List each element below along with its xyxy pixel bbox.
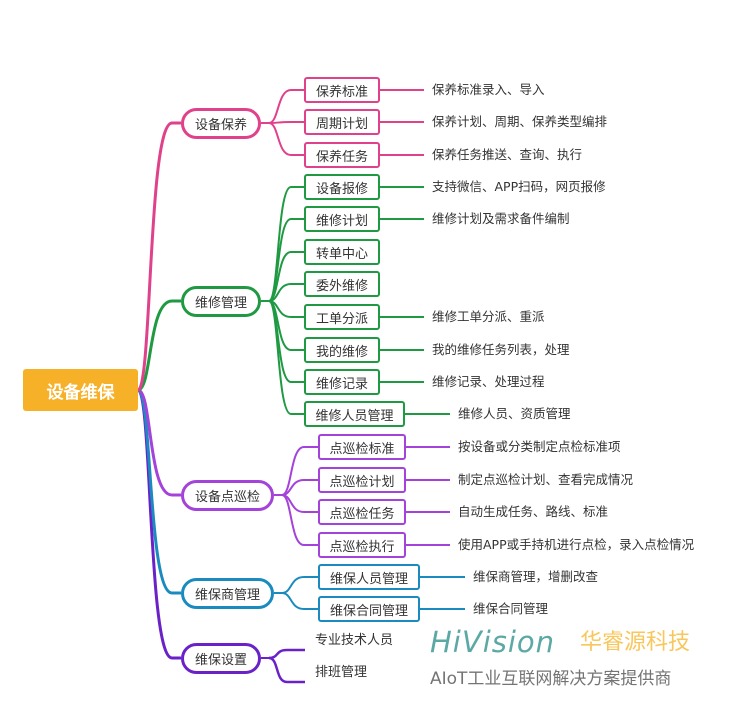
leaf-connector bbox=[281, 592, 318, 610]
leaf-connector bbox=[268, 648, 305, 660]
leaf-connector bbox=[268, 121, 304, 124]
leaf-node[interactable]: 维修人员管理 bbox=[304, 401, 405, 427]
leaf-node[interactable]: 周期计划 bbox=[304, 109, 380, 135]
leaf-description: 使用APP或手持机进行点检，录入点检情况 bbox=[458, 537, 695, 552]
branch-node[interactable]: 维修管理 bbox=[181, 286, 261, 317]
leaf-description: 按设备或分类制定点检标准项 bbox=[458, 439, 621, 454]
leaf-connector bbox=[268, 300, 304, 351]
root-branch-connector bbox=[137, 299, 181, 392]
leaf-connector bbox=[268, 186, 304, 302]
branch-node[interactable]: 设备保养 bbox=[181, 108, 261, 139]
leaf-description: 支持微信、APP扫码，网页报修 bbox=[432, 179, 606, 194]
branch-node[interactable]: 设备点巡检 bbox=[181, 480, 274, 511]
leaf-node[interactable]: 保养标准 bbox=[304, 77, 380, 103]
root-branch-connector bbox=[136, 388, 181, 660]
leaf-node[interactable]: 点巡检计划 bbox=[318, 467, 406, 493]
leaf-node[interactable]: 转单中心 bbox=[304, 239, 380, 265]
leaf-description: 自动生成任务、路线、标准 bbox=[458, 504, 609, 519]
leaf-node[interactable]: 维修计划 bbox=[304, 206, 380, 232]
leaf-node[interactable]: 点巡检标准 bbox=[318, 434, 406, 460]
leaf-node[interactable]: 排班管理 bbox=[315, 665, 368, 680]
leaf-description: 维修计划及需求备件编制 bbox=[432, 211, 570, 226]
leaf-description: 保养计划、周期、保养类型编排 bbox=[432, 114, 608, 129]
leaf-connector bbox=[281, 576, 318, 594]
leaf-node[interactable]: 我的维修 bbox=[304, 337, 380, 363]
leaf-node[interactable]: 委外维修 bbox=[304, 271, 380, 297]
leaf-description: 制定点巡检计划、查看完成情况 bbox=[458, 472, 634, 487]
leaf-description: 维保合同管理 bbox=[473, 601, 549, 616]
leaf-description: 保养任务推送、查询、执行 bbox=[432, 147, 583, 162]
leaf-connector bbox=[268, 300, 304, 318]
leaf-node[interactable]: 设备报修 bbox=[304, 174, 380, 200]
leaf-connector bbox=[268, 122, 304, 156]
leaf-node[interactable]: 专业技术人员 bbox=[315, 633, 394, 648]
leaf-node[interactable]: 工单分派 bbox=[304, 304, 380, 330]
leaf-description: 保养标准录入、导入 bbox=[432, 82, 545, 97]
leaf-node[interactable]: 维保人员管理 bbox=[318, 564, 420, 590]
root-branch-connector bbox=[136, 388, 181, 595]
root-branch-connector bbox=[137, 388, 181, 497]
branch-node[interactable]: 维保设置 bbox=[181, 643, 261, 674]
leaf-connector bbox=[281, 446, 318, 496]
leaf-description: 维保商管理，增删改查 bbox=[473, 569, 599, 584]
leaf-description: 我的维修任务列表，处理 bbox=[432, 342, 570, 357]
leaf-description: 维修记录、处理过程 bbox=[432, 374, 545, 389]
watermark-logo: HiVision bbox=[430, 625, 556, 659]
watermark-company: 华睿源科技 bbox=[580, 630, 691, 655]
leaf-description: 维修工单分派、重派 bbox=[432, 309, 545, 324]
watermark-tagline: AIoT工业互联网解决方案提供商 bbox=[430, 669, 672, 689]
leaf-node[interactable]: 维修记录 bbox=[304, 369, 380, 395]
leaf-node[interactable]: 点巡检执行 bbox=[318, 532, 406, 558]
leaf-connector bbox=[268, 656, 305, 684]
leaf-node[interactable]: 保养任务 bbox=[304, 142, 380, 168]
root-node[interactable]: 设备维保 bbox=[23, 369, 138, 411]
leaf-node[interactable]: 点巡检任务 bbox=[318, 499, 406, 525]
leaf-connector bbox=[281, 494, 318, 546]
leaf-node[interactable]: 维保合同管理 bbox=[318, 596, 420, 622]
branch-node[interactable]: 维保商管理 bbox=[181, 578, 274, 609]
root-branch-connector bbox=[136, 121, 181, 392]
leaf-connector bbox=[268, 89, 304, 124]
leaf-connector bbox=[268, 300, 304, 383]
leaf-description: 维修人员、资质管理 bbox=[458, 406, 571, 421]
